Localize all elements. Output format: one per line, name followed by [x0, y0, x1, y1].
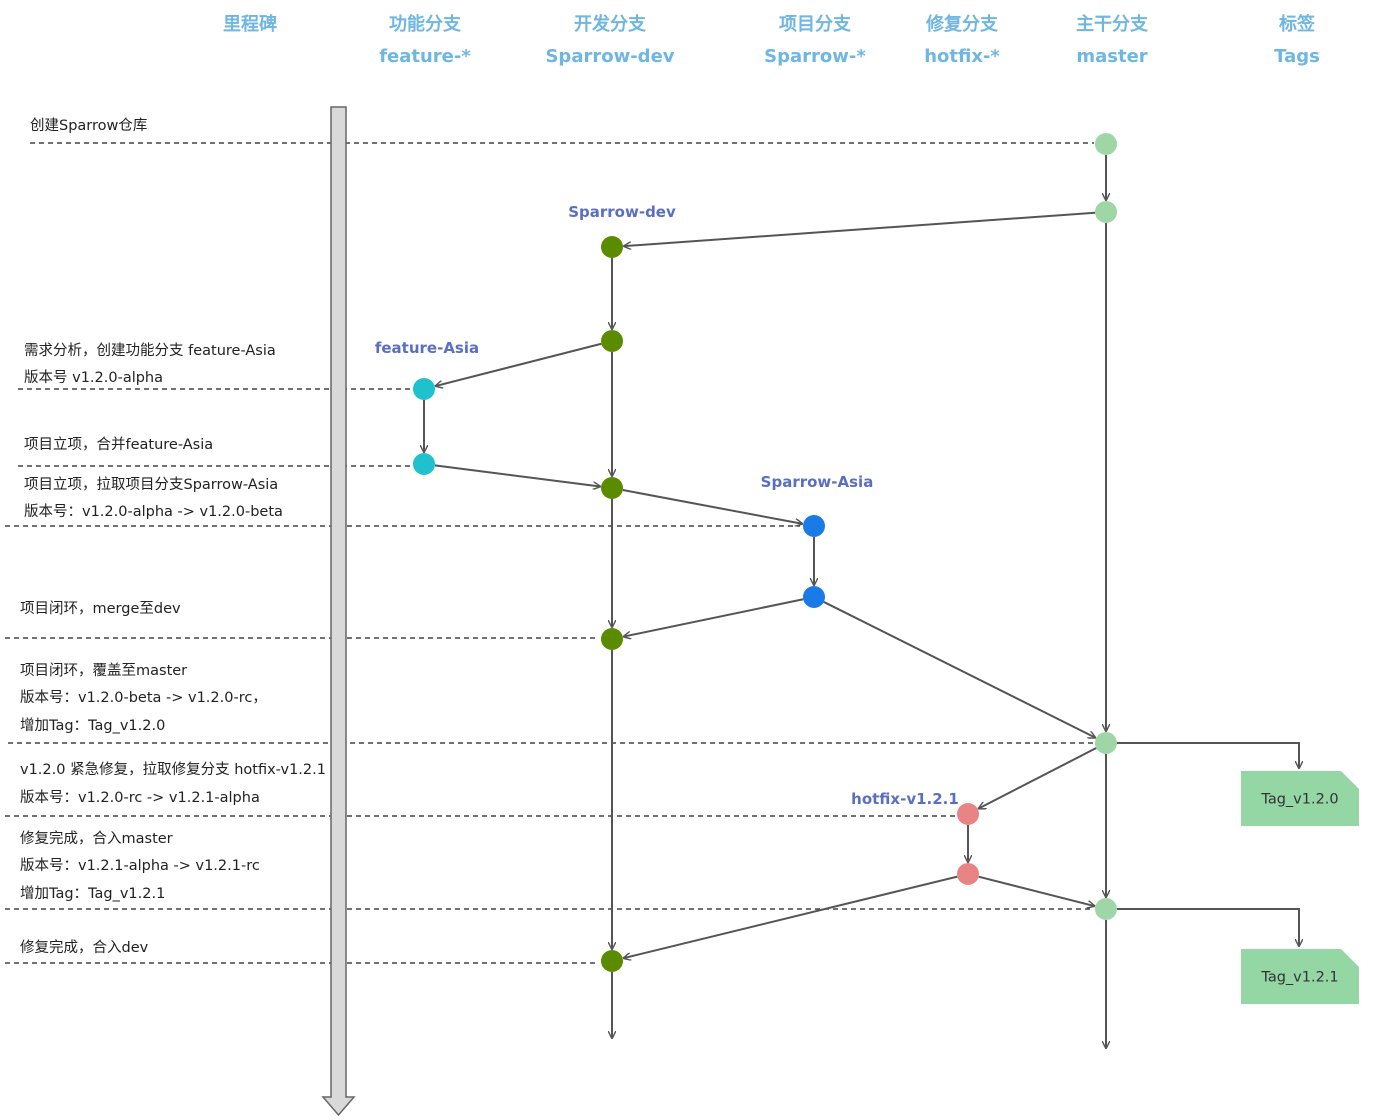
edge-m3-h1	[979, 747, 1097, 808]
milestone-note-project: 项目立项，拉取项目分支Sparrow-Asia	[24, 476, 278, 493]
milestone-note-merge-feature: 项目立项，合并feature-Asia	[24, 436, 213, 453]
commit-node-f1	[413, 378, 435, 400]
commit-node-d1	[601, 236, 623, 258]
tag-box-v120	[1241, 771, 1359, 826]
tag-connector-v120	[1117, 742, 1299, 768]
branch-label-project: Sparrow-Asia	[761, 473, 874, 491]
commit-node-m2	[1095, 201, 1117, 223]
milestone-note-hotfix: 版本号：v1.2.0-rc -> v1.2.1-alpha	[20, 789, 260, 806]
commit-node-m3	[1095, 732, 1117, 754]
edge-h2-d5	[624, 875, 958, 959]
milestone-note-feature: 版本号 v1.2.0-alpha	[24, 369, 163, 386]
edge-h2-m4	[978, 875, 1095, 906]
milestone-note-feature: 需求分析，创建功能分支 feature-Asia	[24, 342, 276, 359]
commit-node-m4	[1095, 898, 1117, 920]
column-subtitle-hotfix: hotfix-*	[924, 46, 1000, 67]
milestone-note-fix-dev: 修复完成，合入dev	[20, 938, 149, 956]
milestone-note-fix-master: 增加Tag：Tag_v1.2.1	[20, 885, 165, 902]
commit-node-f2	[413, 453, 435, 475]
milestone-note-close-master: 版本号：v1.2.0-beta -> v1.2.0-rc，	[20, 689, 267, 706]
column-subtitle-feature: feature-*	[379, 46, 471, 67]
milestone-note-project: 版本号：v1.2.0-alpha -> v1.2.0-beta	[24, 503, 283, 520]
edge-d3-p1	[622, 489, 802, 524]
edge-f2-d3	[434, 464, 600, 486]
branch-label-feature: feature-Asia	[375, 339, 479, 357]
column-title-master: 主干分支	[1076, 13, 1149, 35]
edge-p2-m3	[823, 601, 1095, 738]
commit-node-d3	[601, 477, 623, 499]
commit-node-d2	[601, 330, 623, 352]
branch-label-hotfix: hotfix-v1.2.1	[851, 790, 959, 808]
column-title-hotfix: 修复分支	[925, 13, 999, 35]
tag-box-v121	[1241, 949, 1359, 1004]
commit-edges	[424, 155, 1106, 958]
commit-node-p2	[803, 586, 825, 608]
commit-node-m1	[1095, 133, 1117, 155]
commit-node-h2	[957, 863, 979, 885]
column-title-tags: 标签	[1278, 13, 1316, 35]
branch-continuations	[612, 920, 1106, 1048]
timeline-arrow-shape	[321, 106, 356, 1117]
milestone-note-close-dev: 项目闭环，merge至dev	[20, 600, 181, 617]
edge-m2-d1	[624, 211, 1096, 246]
milestone-note-close-master: 增加Tag：Tag_v1.2.0	[20, 717, 165, 734]
column-title-project: 项目分支	[779, 13, 852, 35]
column-subtitle-master: master	[1076, 46, 1147, 67]
edge-p2-d4	[624, 598, 804, 636]
column-subtitle-tags: Tags	[1274, 46, 1320, 67]
column-subtitle-dev: Sparrow-dev	[545, 46, 674, 67]
commit-node-d5	[601, 950, 623, 972]
milestone-note-hotfix: v1.2.0 紧急修复，拉取修复分支 hotfix-v1.2.1	[20, 760, 326, 778]
commit-node-h1	[957, 803, 979, 825]
edge-d2-f1	[436, 342, 602, 386]
milestone-note-close-master: 项目闭环，覆盖至master	[20, 662, 187, 679]
timeline-arrow	[321, 106, 356, 1117]
milestone-note-create: 创建Sparrow仓库	[30, 117, 147, 134]
column-subtitle-project: Sparrow-*	[764, 46, 866, 67]
branch-label-dev: Sparrow-dev	[568, 203, 676, 221]
tag-label-v120: Tag_v1.2.0	[1260, 792, 1338, 808]
column-headers: 里程碑 功能分支 feature-* 开发分支 Sparrow-dev 项目分支 Sparr…	[223, 13, 1320, 67]
commit-node-p1	[803, 515, 825, 537]
tag-label-v121: Tag_v1.2.1	[1260, 970, 1338, 986]
commit-node-d4	[601, 628, 623, 650]
tag-connector-v121	[1117, 908, 1299, 946]
commit-nodes	[413, 133, 1117, 972]
column-title-feature: 功能分支	[389, 13, 462, 35]
milestone-note-fix-master: 修复完成，合入master	[20, 829, 173, 847]
column-title-milestone: 里程碑	[223, 13, 277, 35]
column-title-dev: 开发分支	[574, 13, 647, 35]
milestone-note-fix-master: 版本号：v1.2.1-alpha -> v1.2.1-rc	[20, 857, 260, 874]
